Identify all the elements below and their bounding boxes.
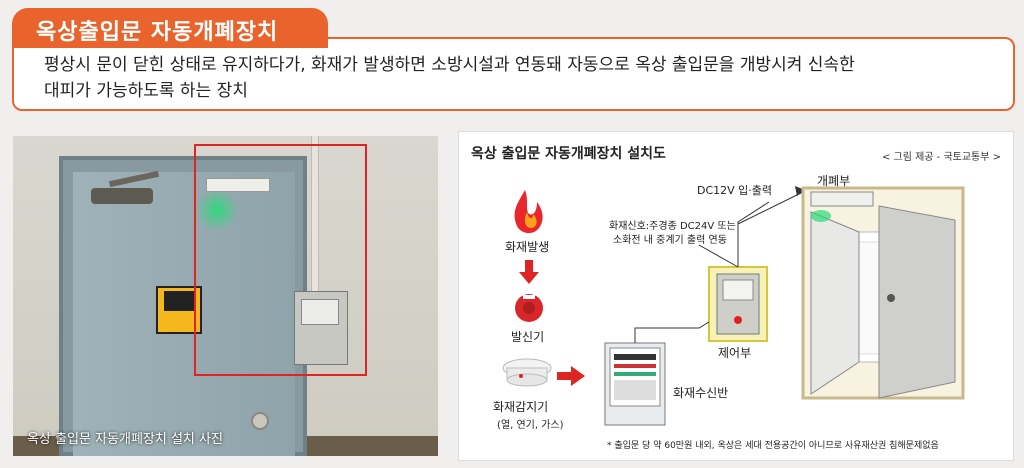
wall-conduit [311, 136, 319, 301]
label-fire-panel: 화재수신반 [673, 386, 729, 400]
diagram-title: 옥상 출입문 자동개폐장치 설치도 [471, 146, 666, 162]
right-arrow-icon [557, 366, 585, 386]
label-detector-types: (열, 연기, 가스) [497, 420, 564, 431]
control-panel-screen [301, 299, 339, 325]
smoke-detector-icon [502, 358, 552, 387]
fire-icon [514, 190, 543, 234]
label-fire-signal-1: 화재신호:주경종 DC24V 또는 [609, 221, 736, 232]
transmitter-icon [515, 294, 543, 322]
label-fire-signal-2: 소화전 내 중계기 출력 연동 [613, 235, 727, 246]
door-opener-device [206, 178, 270, 192]
fire-panel-icon [604, 342, 666, 426]
exit-sign-icon [164, 291, 194, 311]
connector-arrowhead [795, 186, 805, 196]
highlight-box [194, 144, 367, 376]
description-line-2: 대피가 가능하도록 하는 장치 [44, 81, 248, 101]
label-detector: 화재감지기 [493, 400, 549, 414]
label-control-unit: 제어부 [718, 346, 752, 360]
control-unit-icon [708, 266, 768, 342]
description-line-1: 평상시 문이 닫힌 상태로 유지하다가, 화재가 발생하면 소방시설과 연동돼 … [44, 55, 855, 75]
door-room-illustration [801, 186, 965, 400]
door-closer [91, 188, 153, 204]
description-box: 평상시 문이 닫힌 상태로 유지하다가, 화재가 발생하면 소방시설과 연동돼 … [12, 37, 1015, 111]
door-handle [251, 412, 269, 430]
opener-device-icon [810, 191, 874, 207]
label-dc-io: DC12V 입·출력 [697, 184, 773, 197]
section-title: 옥상출입문 자동개폐장치 [12, 8, 328, 48]
label-transmitter: 발신기 [511, 330, 545, 344]
cost-note: * 출입문 당 약 60만원 내외, 옥상은 세대 전용공간이 아니므로 사유재… [607, 441, 939, 451]
connector-lines [634, 191, 804, 343]
installation-diagram: 옥상 출입문 자동개폐장치 설치도 < 그림 제공 - 국토교통부 > 화재발생… [458, 131, 1014, 461]
status-light [193, 190, 241, 230]
label-fire-occurrence: 화재발생 [505, 240, 550, 254]
image-credit: < 그림 제공 - 국토교통부 > [881, 152, 1001, 163]
diagram-graphics [502, 186, 965, 426]
installation-photo: 옥상 출입문 자동개폐장치 설치 사진 [13, 136, 438, 456]
label-opener-unit: 개폐부 [817, 174, 851, 188]
down-arrow-icon [519, 260, 539, 284]
photo-caption: 옥상 출입문 자동개폐장치 설치 사진 [27, 432, 223, 447]
